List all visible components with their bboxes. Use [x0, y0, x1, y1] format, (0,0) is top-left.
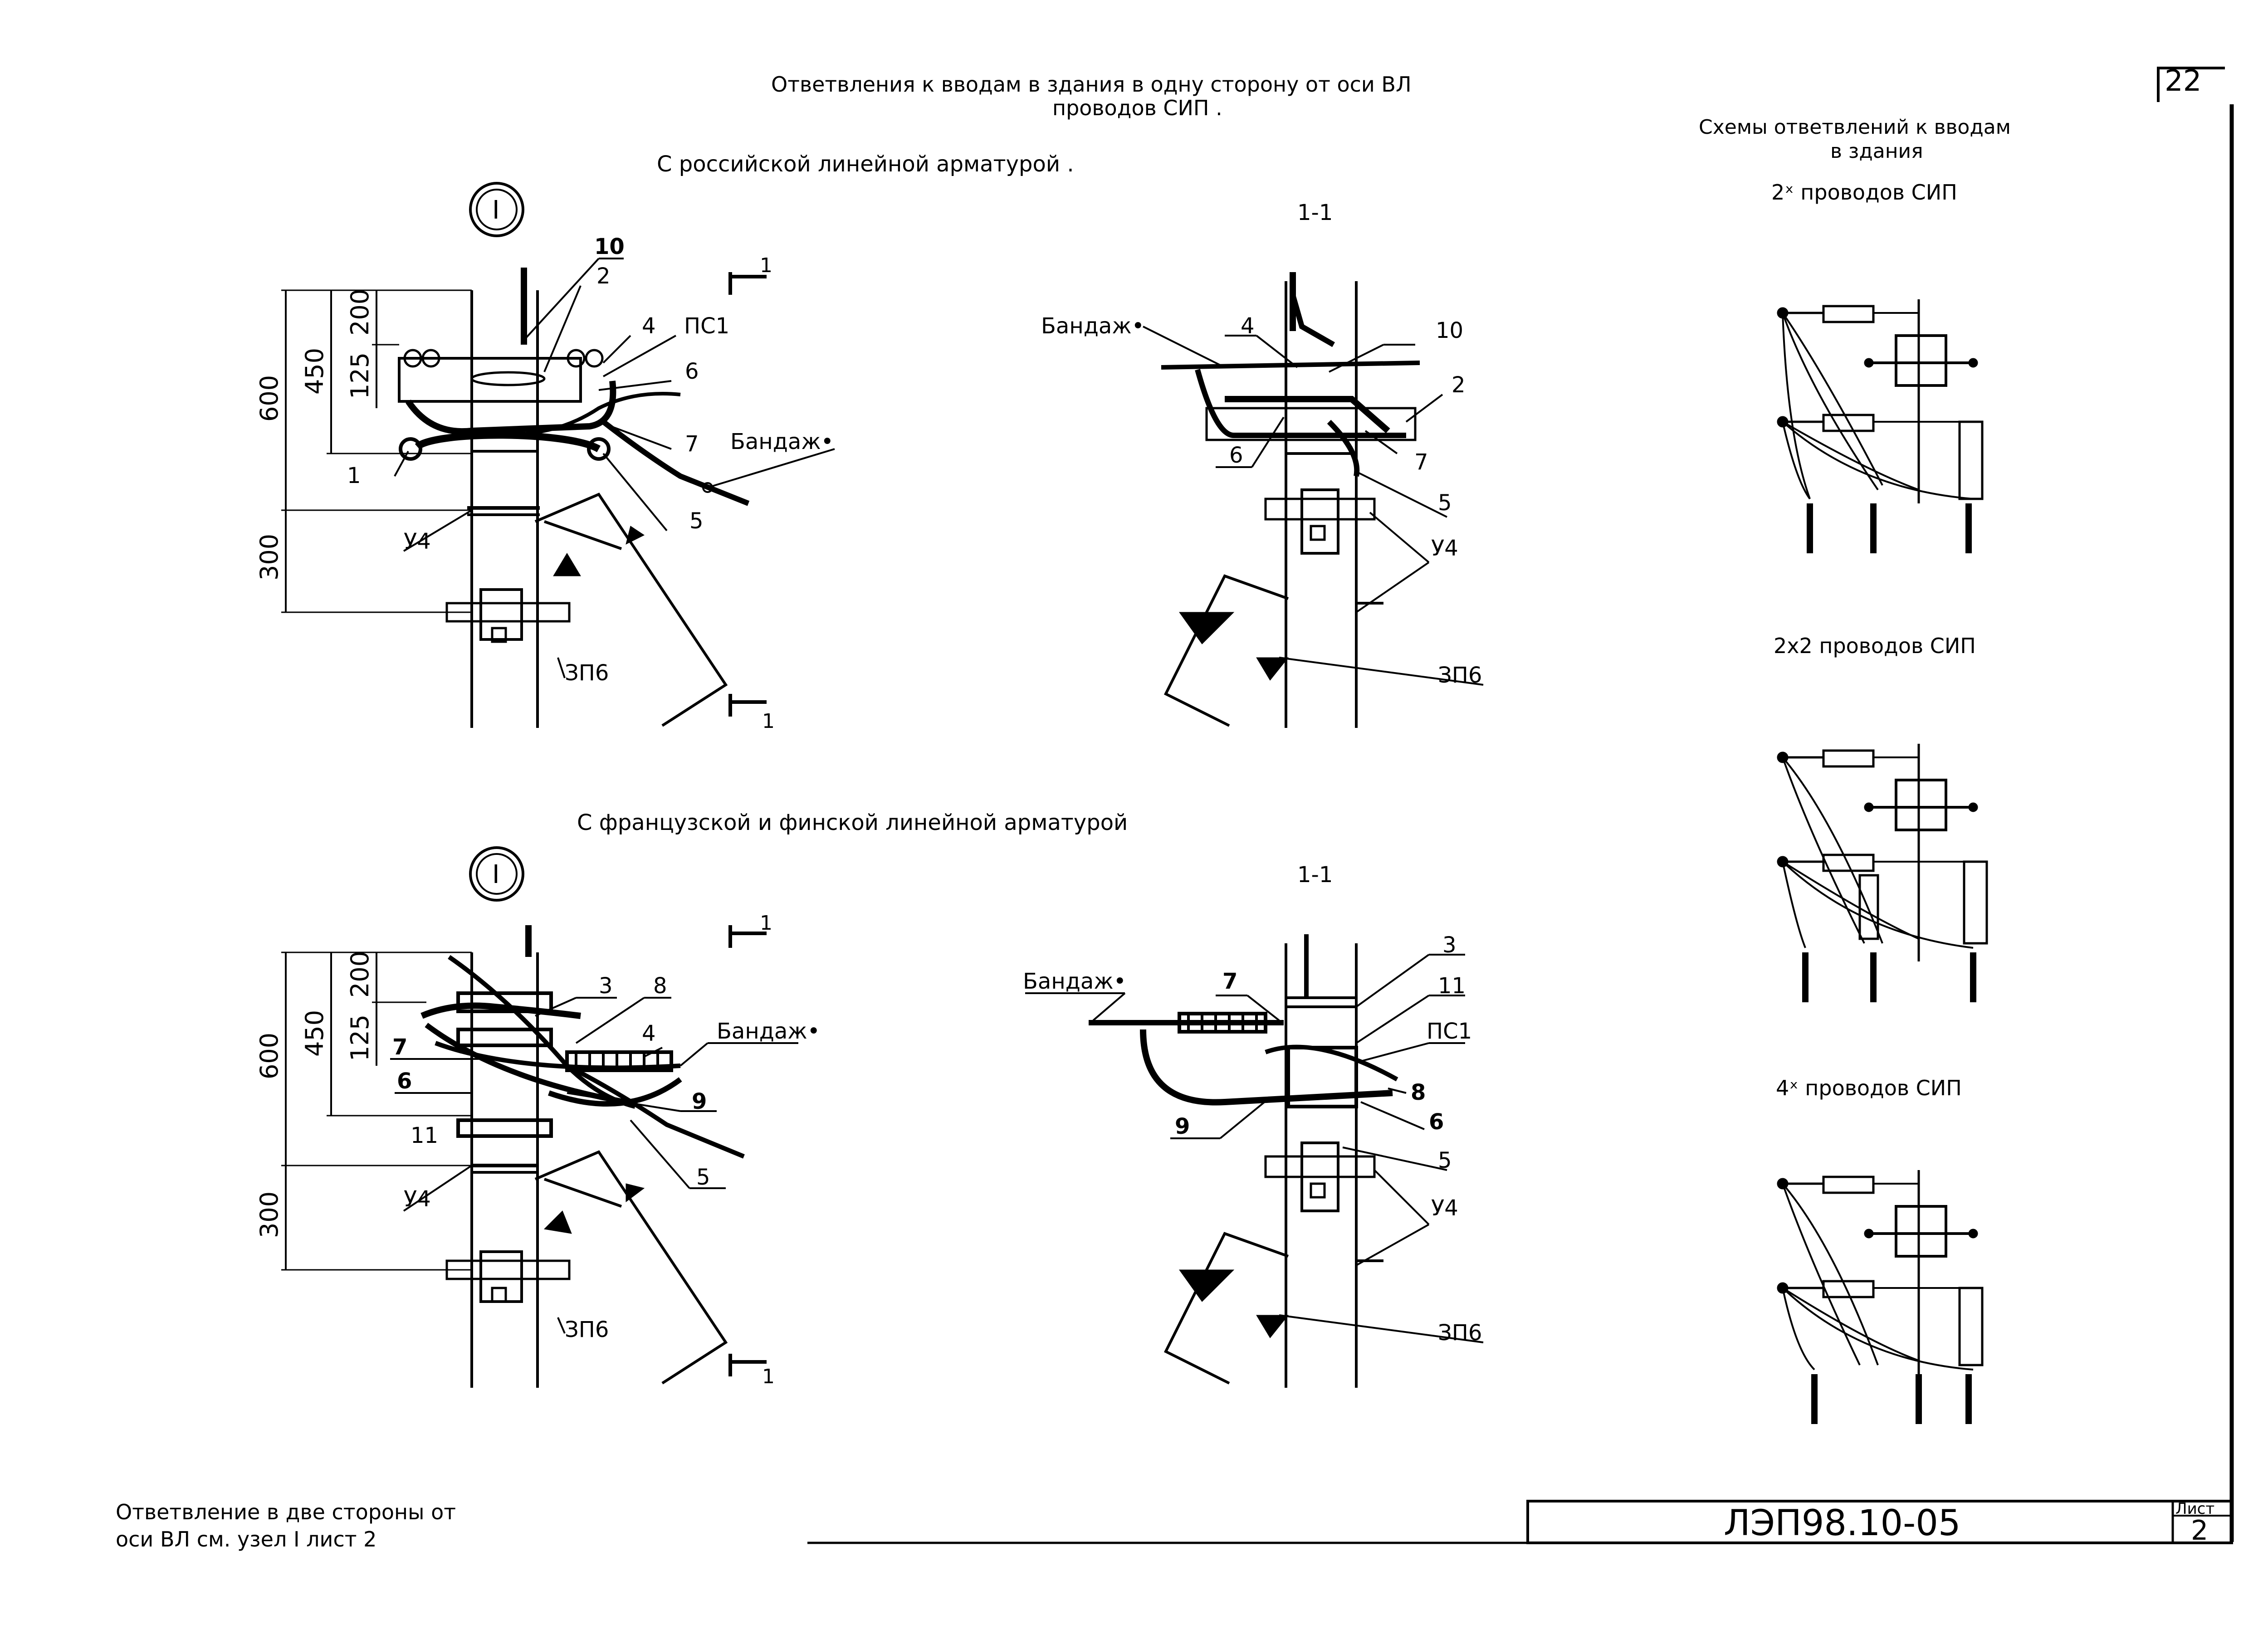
schemes-texts: Схемы ответвлений к вводам в здания 2ˣ п… [1699, 116, 2011, 1100]
corner-number-box: 22 [2157, 64, 2225, 102]
section2-title: 1-1 [1297, 862, 1333, 888]
list-label: Лист [2175, 1500, 2214, 1518]
section-french-texts: 1-1 Бандаж• 7 3 11 ПС1 8 9 6 5 У4 ЗП6 [1023, 862, 1482, 1346]
node2-label-3: 3 [599, 973, 613, 999]
node1-label-1: 1 [347, 463, 361, 488]
main-title-line1: Ответвления к вводам в здания в одну сто… [771, 72, 1412, 97]
node2-label-u4: У4 [404, 1186, 431, 1212]
scheme-2 [1777, 744, 1988, 1002]
section2-label-11: 11 [1438, 973, 1466, 999]
node1-label-6: 6 [685, 359, 699, 384]
subtitle-russian: С российской линейной арматурой . [657, 151, 1074, 177]
title-block: ЛЭП98.10-05 Лист 2 [1526, 1500, 2233, 1546]
scheme-3 [1777, 1170, 1984, 1424]
node2-cut-bottom: 1 [762, 1365, 775, 1388]
section2-label-zp6: ЗП6 [1438, 1320, 1482, 1346]
node-french-texts: I 600 450 200 125 300 3 8 4 Бандаж• 7 6 … [255, 860, 820, 1388]
node2-dim-125: 125 [346, 1015, 374, 1061]
node2-label-4: 4 [642, 1021, 656, 1046]
section2-label-8: 8 [1411, 1080, 1426, 1105]
section2-label-u4: У4 [1431, 1195, 1458, 1221]
node2-label-11: 11 [411, 1123, 438, 1148]
node1-label-bandage: Бандаж• [730, 429, 834, 454]
node2-marker: I [492, 860, 500, 889]
note-line2: оси ВЛ см. узел I лист 2 [116, 1527, 376, 1551]
note-line1: Ответвление в две стороны от [116, 1500, 456, 1524]
section2-label-bandage: Бандаж• [1023, 969, 1126, 994]
scheme3-label: 4ˣ проводов СИП [1776, 1076, 1962, 1100]
section1-label-2: 2 [1452, 372, 1466, 398]
section1-label-4: 4 [1241, 313, 1255, 339]
scheme-1 [1777, 299, 1984, 553]
main-title-line2: проводов СИП . [1052, 96, 1222, 120]
section-french [1025, 934, 1484, 1388]
node2-label-5: 5 [696, 1165, 710, 1190]
section2-label-9: 9 [1175, 1114, 1190, 1139]
document-code: ЛЭП98.10-05 [1724, 1503, 1960, 1544]
node1-label-2: 2 [596, 263, 611, 289]
section-russian [1143, 272, 1484, 728]
section-russian-texts: 1-1 Бандаж• 4 10 2 6 7 5 У4 ЗП6 [1041, 200, 1482, 688]
section1-label-u4: У4 [1431, 536, 1458, 561]
section1-label-bandage: Бандаж• [1041, 313, 1144, 339]
node2-label-6: 6 [397, 1068, 412, 1094]
section1-label-6: 6 [1229, 443, 1243, 468]
section2-label-7: 7 [1222, 969, 1237, 994]
scheme1-label: 2ˣ проводов СИП [1771, 180, 1957, 205]
section1-label-zp6: ЗП6 [1438, 663, 1482, 688]
node1-cut-bottom: 1 [762, 710, 775, 733]
node2-dim-600: 600 [255, 1033, 284, 1079]
node1-cut-top: 1 [760, 254, 772, 277]
node1-label-ps1: ПС1 [684, 313, 729, 339]
node2-dim-200: 200 [346, 951, 374, 998]
subtitle-french: С французской и финской линейной арматур… [577, 810, 1128, 835]
node1-dim-200: 200 [346, 289, 374, 336]
schemes-title-line2: в здания [1830, 140, 1923, 163]
node2-dim-300: 300 [255, 1191, 284, 1238]
node1-label-zp6: ЗП6 [565, 660, 609, 686]
node2-dim-450: 450 [300, 1010, 329, 1057]
section1-label-7: 7 [1414, 449, 1428, 475]
section2-label-6: 6 [1429, 1109, 1444, 1135]
node1-label-7: 7 [685, 431, 699, 457]
node1-label-u4: У4 [404, 529, 431, 554]
scheme2-label: 2x2 проводов СИП [1774, 634, 1976, 658]
node-russian-texts: I 600 450 200 125 300 10 2 4 ПС1 6 7 Бан… [255, 195, 834, 733]
list-number: 2 [2191, 1515, 2208, 1546]
schemes-title-line1: Схемы ответвлений к вводам [1699, 116, 2011, 139]
node1-dim-450: 450 [300, 348, 329, 395]
node2-label-9: 9 [692, 1089, 707, 1114]
node2-label-7: 7 [392, 1034, 407, 1060]
node2-label-bandage: Бандаж• [717, 1019, 820, 1044]
node-french [281, 846, 798, 1388]
section1-label-5: 5 [1438, 490, 1452, 516]
node1-marker: I [492, 195, 500, 225]
node-russian [281, 182, 835, 728]
node1-dim-300: 300 [255, 534, 284, 580]
node1-label-4: 4 [642, 313, 656, 339]
section2-label-3: 3 [1442, 932, 1457, 958]
section2-label-5: 5 [1438, 1148, 1452, 1173]
node2-cut-top: 1 [760, 912, 772, 935]
node1-label-10: 10 [594, 234, 625, 259]
node2-label-8: 8 [653, 973, 667, 999]
node1-dim-600: 600 [255, 375, 284, 422]
node1-dim-125: 125 [346, 352, 374, 399]
section2-label-ps1: ПС1 [1427, 1019, 1472, 1044]
corner-number: 22 [2165, 64, 2201, 98]
section1-title: 1-1 [1297, 200, 1333, 225]
node2-label-zp6: ЗП6 [565, 1317, 609, 1342]
section1-label-10: 10 [1436, 318, 1463, 343]
node1-label-5: 5 [689, 508, 704, 534]
